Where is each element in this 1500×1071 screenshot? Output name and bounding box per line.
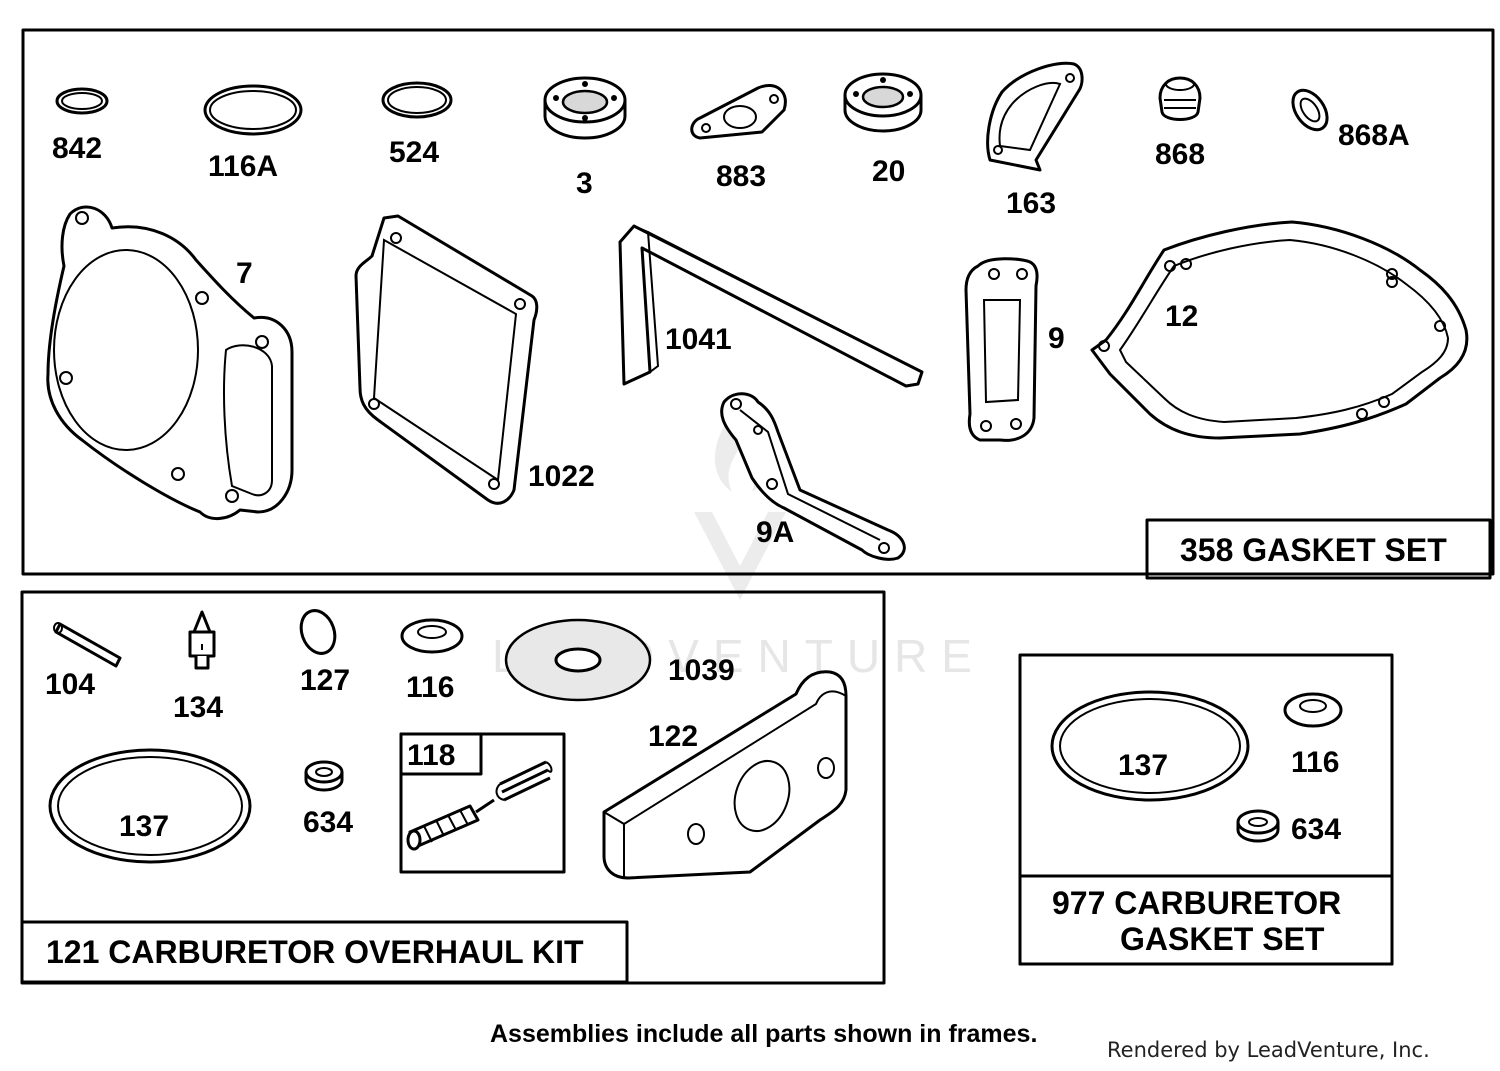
part-1022-gasket: [354, 214, 539, 505]
part-9a-gasket: [720, 392, 906, 561]
part-118-label-box: [399, 732, 483, 776]
label-137: 137: [119, 810, 169, 843]
label-1039: 1039: [668, 654, 735, 687]
part-137-oring: [48, 748, 252, 864]
label-868a: 868A: [1338, 119, 1410, 152]
overhaul-kit-title: 121 CARBURETOR OVERHAUL KIT: [46, 934, 584, 970]
label-634: 634: [303, 806, 353, 839]
label-842: 842: [52, 132, 102, 165]
part-524-oring: [381, 81, 453, 119]
part-20-oil-seal: [843, 72, 923, 133]
label-634b: 634: [1291, 813, 1341, 846]
part-1039-gasket: [504, 618, 652, 702]
label-883: 883: [716, 160, 766, 193]
part-116-washer: [400, 618, 464, 654]
carb-gasket-title-box: [1018, 874, 1394, 966]
part-116a-oring: [203, 84, 303, 136]
gasket-set-title-box: [1145, 518, 1492, 580]
label-3: 3: [576, 167, 593, 200]
part-12-crankcase-gasket: [1090, 220, 1469, 440]
label-104: 104: [45, 668, 95, 701]
label-12: 12: [1165, 300, 1198, 333]
label-116: 116: [406, 671, 454, 704]
label-20: 20: [872, 155, 905, 188]
label-163: 163: [1006, 187, 1056, 220]
label-116a: 116A: [208, 150, 278, 183]
label-1041: 1041: [665, 323, 732, 356]
label-122: 122: [648, 720, 698, 753]
part-634b-washer: [1236, 809, 1280, 843]
part-104-pin: [53, 622, 122, 668]
label-7: 7: [236, 257, 253, 290]
gasket-set-frame: [21, 28, 1495, 576]
part-163-gasket: [986, 61, 1084, 172]
part-127-welch-plug: [299, 609, 337, 655]
part-7-cylinder-head-gasket: [46, 205, 294, 520]
part-122-carb-spacer: [602, 670, 848, 880]
carb-gasket-title-line2: GASKET SET: [1120, 921, 1325, 957]
part-868-valve-seal: [1158, 76, 1202, 121]
part-9-gasket: [964, 257, 1039, 442]
label-118: 118: [407, 739, 455, 772]
label-524: 524: [389, 136, 439, 169]
carb-gasket-title-line1: 977 CARBURETOR: [1052, 885, 1341, 921]
label-9a: 9A: [756, 516, 794, 549]
part-3-oil-seal: [543, 76, 627, 140]
part-116b-washer: [1283, 692, 1343, 728]
part-842-oring: [55, 87, 109, 115]
label-1022: 1022: [528, 460, 595, 493]
label-9: 9: [1048, 322, 1065, 355]
rendered-by-credit: Rendered by LeadVenture, Inc.: [1107, 1038, 1430, 1062]
part-137b-oring: [1050, 690, 1250, 802]
label-137b: 137: [1118, 749, 1168, 782]
label-868: 868: [1155, 138, 1205, 171]
label-127: 127: [300, 664, 350, 697]
overhaul-kit-title-box: [20, 920, 629, 984]
part-868a-washer: [1291, 88, 1329, 132]
label-116b: 116: [1291, 746, 1339, 779]
part-1041-gasket-strip: [618, 224, 924, 388]
gasket-set-title: 358 GASKET SET: [1180, 532, 1447, 568]
label-134: 134: [173, 691, 223, 724]
part-118-mixture-screw: [406, 760, 553, 851]
part-134-inlet-needle: [188, 610, 216, 670]
part-883-gasket: [690, 84, 787, 140]
footer-note: Assemblies include all parts shown in fr…: [490, 1020, 1038, 1048]
part-634-washer: [304, 760, 344, 792]
